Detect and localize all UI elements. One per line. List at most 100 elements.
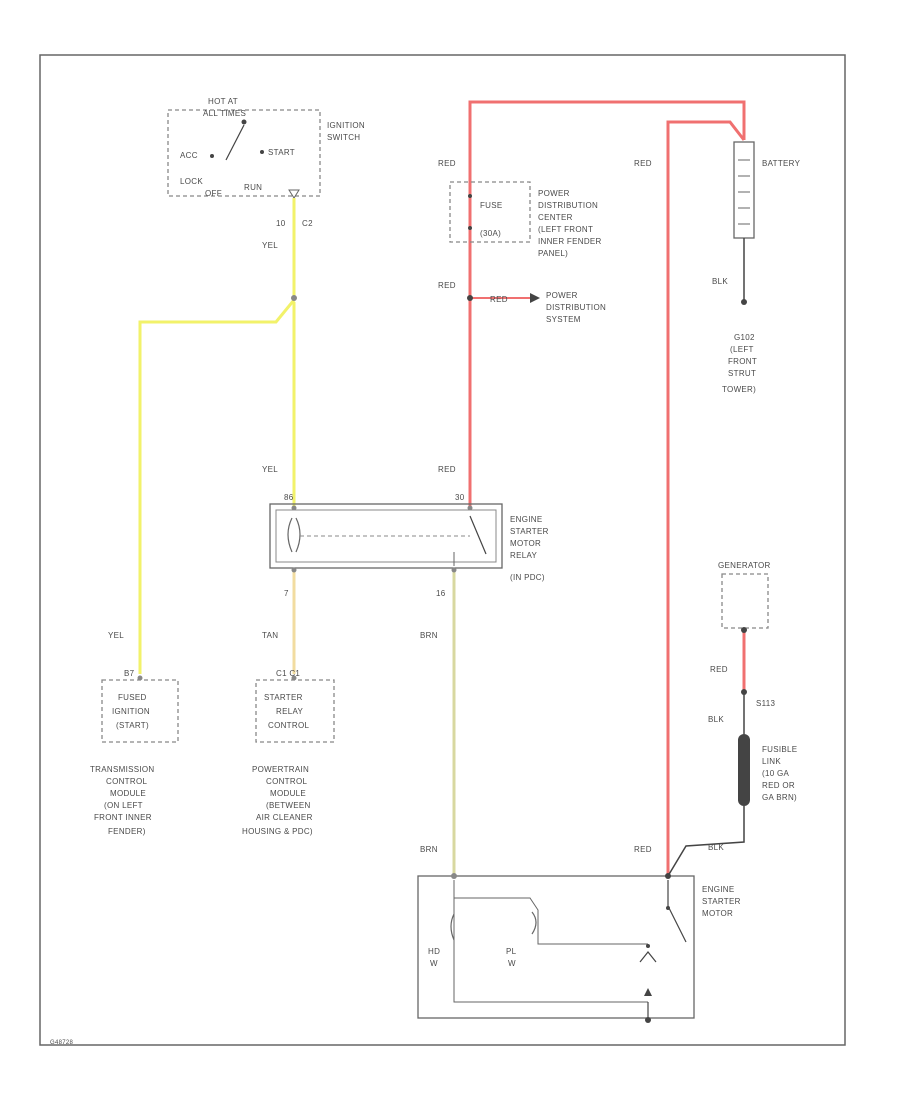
ignition-start-label: START	[268, 148, 295, 157]
starter-pl-winding	[531, 911, 537, 935]
starter-pl-w-label: W	[508, 959, 516, 968]
wire-label-red-starter: RED	[634, 845, 652, 854]
red-wire-group	[468, 100, 746, 874]
tcm-label-5: FENDER)	[108, 827, 146, 836]
ignition-pin-number: 10	[276, 219, 286, 228]
yellow-wire-group	[138, 198, 296, 674]
relay-label-0: ENGINE	[510, 515, 542, 524]
wire-label-red-fuse: RED	[438, 159, 456, 168]
starter-solenoid-arm	[667, 905, 687, 943]
starter-label-1: STARTER	[702, 897, 741, 906]
pcm-pin-label: C1 C1	[276, 669, 300, 678]
starter-outer-box	[417, 875, 695, 1019]
wire-label-blk-fusible-lower: BLK	[708, 843, 724, 852]
relay-pin-16-label: 16	[436, 589, 446, 598]
generator-name: GENERATOR	[718, 561, 771, 570]
fusible-label-1: LINK	[762, 757, 781, 766]
wire-label-yel-top: YEL	[262, 241, 278, 250]
starter-label-2: MOTOR	[702, 909, 733, 918]
pdc-label-1: DISTRIBUTION	[538, 201, 598, 210]
ground-terminal	[741, 299, 747, 305]
wire-label-blk-fusible: BLK	[708, 715, 724, 724]
starter-solenoid-pivot	[666, 906, 670, 910]
ignition-hot-label-1: HOT AT	[208, 97, 238, 106]
powertrain-control-module: C1 C1 STARTER RELAY CONTROL POWERTRAIN C…	[242, 669, 335, 836]
transmission-control-module: B7 FUSED IGNITION (START) TRANSMISSION C…	[90, 669, 179, 836]
fusible-label-3: RED OR	[762, 781, 795, 790]
pds-arrow	[530, 293, 540, 303]
fusible-link-body	[738, 734, 750, 806]
pdc-fuse-rating: (30A)	[480, 229, 501, 238]
relay-pin-86-terminal	[291, 505, 297, 511]
tcm-pin-label: B7	[124, 669, 135, 678]
battery: BATTERY BLK	[712, 141, 800, 305]
starter-motor-brush-symbol	[639, 951, 657, 963]
pds-label-0: POWER	[546, 291, 578, 300]
relay-coil-symbol	[287, 517, 301, 553]
tcm-box-line-0: FUSED	[118, 693, 147, 702]
ignition-switch-name-2: SWITCH	[327, 133, 360, 142]
ignition-connector-symbol	[288, 189, 300, 199]
relay-pin-30-terminal	[467, 505, 473, 511]
wire-label-red-pds: RED	[438, 281, 456, 290]
relay-label-1: STARTER	[510, 527, 549, 536]
wire-label-tan: TAN	[262, 631, 278, 640]
relay-pin-86-label: 86	[284, 493, 294, 502]
pcm-label-0: POWERTRAIN	[252, 765, 309, 774]
ignition-run-label: RUN	[244, 183, 262, 192]
engine-starter-relay: 86 30 7 16 ENGINE STARTER MOTOR RELAY (I…	[269, 493, 549, 598]
wire-label-brn-upper: BRN	[420, 631, 438, 640]
power-distribution-center: FUSE (30A) POWER DISTRIBUTION CENTER (LE…	[449, 181, 601, 258]
fusible-link: BLK BLK FUSIBLE LINK (10 GA RED OR GA BR…	[667, 694, 797, 877]
wire-label-red-gen: RED	[710, 665, 728, 674]
relay-inner-box	[275, 509, 497, 563]
starter-internal-wire-hd	[453, 880, 648, 1003]
ground-label-3: TOWER)	[722, 385, 756, 394]
wire-label-yel-mid: YEL	[262, 465, 278, 474]
starter-hd-w-label: W	[430, 959, 438, 968]
relay-pin-7-label: 7	[284, 589, 289, 598]
fusible-label-0: FUSIBLE	[762, 745, 797, 754]
pds-label-2: SYSTEM	[546, 315, 581, 324]
relay-label-3: RELAY	[510, 551, 538, 560]
pdc-label-5: PANEL)	[538, 249, 568, 258]
ground-label-2: STRUT	[728, 369, 756, 378]
pdc-fuse-label: FUSE	[480, 201, 503, 210]
tcm-label-3: (ON LEFT	[104, 801, 143, 810]
pcm-label-5: HOUSING & PDC)	[242, 827, 313, 836]
generator-box	[721, 573, 769, 629]
ignition-hot-label-2: ALL TIMES	[203, 109, 246, 118]
ignition-off-label: OFF	[205, 189, 222, 198]
ignition-switch: HOT AT ALL TIMES ACC START LOCK OFF RUN …	[167, 97, 365, 228]
wire-label-yel-left: YEL	[108, 631, 124, 640]
red-wire-battery-to-starter	[666, 120, 746, 874]
generator-splice-point	[741, 689, 747, 695]
pcm-box-line-0: STARTER	[264, 693, 303, 702]
relay-switch-arm	[469, 515, 487, 555]
starter-b-terminal	[665, 873, 671, 879]
wire-label-red-branch: RED	[490, 295, 508, 304]
pcm-box	[255, 679, 335, 743]
starter-s-terminal	[451, 873, 457, 879]
yellow-wire-splice-point	[291, 295, 297, 301]
starter-pl-label: PL	[506, 947, 517, 956]
starter-contact-terminal	[646, 944, 650, 948]
relay-pin-16-terminal	[451, 567, 457, 573]
starter-motor-armature-symbol	[644, 988, 652, 996]
engine-starter-motor: HD W PL W ENGINE STARTER MOTOR	[417, 873, 741, 1023]
relay-label-4: (IN PDC)	[510, 573, 545, 582]
starter-hd-winding	[450, 913, 455, 941]
pds-splice-point	[467, 295, 473, 301]
tcm-label-1: CONTROL	[106, 777, 147, 786]
relay-pin-7-terminal	[291, 567, 297, 573]
ground-label-0: (LEFT	[730, 345, 754, 354]
wire-label-brn-lower: BRN	[420, 845, 438, 854]
tcm-pin-terminal	[137, 675, 143, 681]
ignition-switch-run-terminal	[260, 150, 264, 154]
black-wire-fusible-to-starter	[667, 806, 745, 877]
pcm-box-line-1: RELAY	[276, 707, 304, 716]
starter-hd-label: HD	[428, 947, 440, 956]
ignition-switch-acc-terminal	[210, 154, 214, 158]
pcm-pin-terminal	[291, 675, 297, 681]
pds-label-1: DISTRIBUTION	[546, 303, 606, 312]
